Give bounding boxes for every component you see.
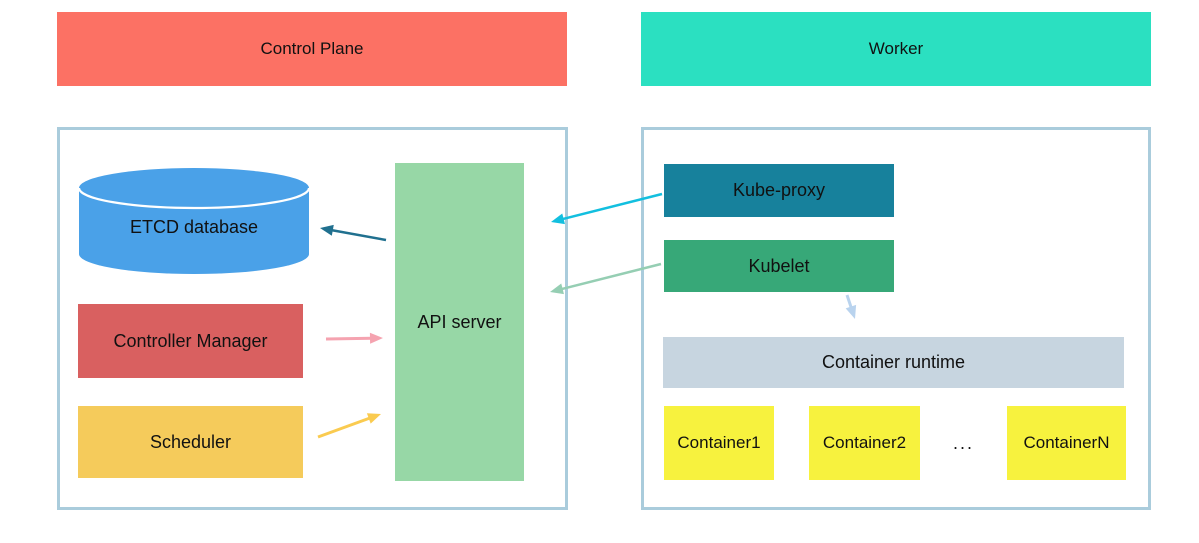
controller-manager-label: Controller Manager — [113, 330, 268, 351]
container-node: Container1 — [664, 406, 774, 480]
scheduler-label: Scheduler — [149, 431, 232, 452]
container-runtime-node: Container runtime — [663, 337, 1124, 388]
container-node: Container2 — [809, 406, 920, 480]
container-1-label: Container1 — [677, 433, 761, 452]
api-server-node: API server — [395, 163, 524, 481]
kubelet-label: Kubelet — [748, 255, 810, 276]
container-n-label: ContainerN — [1023, 433, 1110, 452]
kube-proxy-label: Kube-proxy — [732, 180, 826, 200]
kubelet-node: Kubelet — [664, 240, 894, 292]
container-node: ContainerN — [1007, 406, 1126, 480]
api-server-label: API server — [417, 311, 502, 332]
scheduler-node: Scheduler — [78, 406, 303, 478]
database-cylinder-icon — [78, 168, 310, 274]
worker-banner: Worker — [641, 12, 1151, 86]
control-plane-banner-label: Control Plane — [260, 39, 364, 58]
etcd-database-label: ETCD database — [129, 216, 259, 237]
containers-ellipsis: ... — [952, 432, 974, 453]
worker-banner-label: Worker — [868, 39, 924, 58]
control-plane-banner: Control Plane — [57, 12, 567, 86]
container-runtime-label: Container runtime — [821, 352, 966, 372]
controller-manager-node: Controller Manager — [78, 304, 303, 378]
container-2-label: Container2 — [822, 433, 907, 452]
kube-proxy-node: Kube-proxy — [664, 164, 894, 217]
etcd-database-node: ETCD database — [78, 167, 310, 275]
